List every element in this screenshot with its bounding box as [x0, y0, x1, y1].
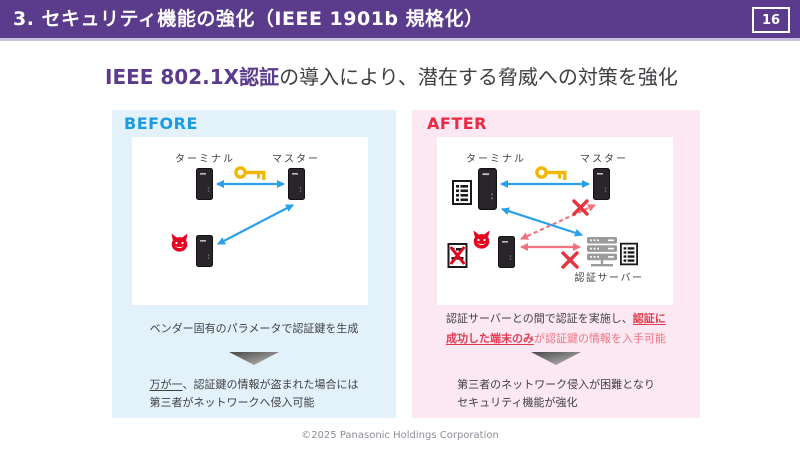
- credential-denied-icon: [447, 243, 468, 268]
- after-caption-em1: 認証に: [632, 312, 666, 325]
- after-caption-plain: 認証サーバーとの間で認証を実施し、: [446, 312, 633, 325]
- before-result-line2: 第三者がネットワークへ侵入可能: [149, 396, 315, 409]
- after-panel: AFTER: [412, 110, 700, 418]
- before-result: 万が一、認証鍵の情報が盗まれた場合には 第三者がネットワークへ侵入可能: [112, 376, 396, 412]
- rogue-device-icon: [196, 235, 213, 267]
- before-result-line1: 、認証鍵の情報が盗まれた場合には: [182, 378, 359, 391]
- after-arrows: [500, 180, 596, 269]
- master-label: マスター: [272, 154, 320, 165]
- before-arrows: [216, 180, 294, 245]
- after-caption: 認証サーバーとの間で認証を実施し、認証に 成功した端末のみが認証鍵の情報を入手可…: [412, 309, 700, 349]
- key-icon: [535, 166, 567, 181]
- auth-server-label: 認証サーバー: [574, 273, 644, 284]
- after-caption-em2: 成功した端末のみ: [446, 332, 534, 345]
- after-diagram: ターミナル マスター: [437, 137, 673, 305]
- before-caption: ベンダー固有のパラメータで認証鍵を生成: [149, 322, 359, 335]
- after-result-line1: 第三者のネットワーク侵入が困難となり: [457, 378, 655, 391]
- copyright: ©2025 Panasonic Holdings Corporation: [301, 430, 499, 441]
- terminal-device-icon: [196, 168, 213, 200]
- credential-icon: [620, 242, 638, 266]
- cross-icon: [572, 199, 589, 216]
- down-triangle-icon: [229, 351, 279, 370]
- after-result: 第三者のネットワーク侵入が困難となり セキュリティ機能が強化: [412, 376, 700, 412]
- before-diagram: ターミナル マスター: [132, 137, 368, 305]
- after-caption-tail: が認証鍵の情報を入手可能: [534, 332, 666, 345]
- cross-icon: [561, 251, 579, 269]
- subtitle-rest: の導入により、潜在する脅威への対策を強化: [279, 65, 678, 89]
- before-label: BEFORE: [124, 114, 198, 133]
- before-intrusion-arrow: [217, 204, 294, 245]
- devil-icon: [473, 230, 490, 249]
- before-panel: BEFORE ターミナル マスター: [112, 110, 396, 418]
- master-device-icon: [288, 168, 305, 200]
- rogue-device-icon: [498, 236, 515, 268]
- master-label: マスター: [580, 154, 628, 165]
- terminal-label: ターミナル: [175, 154, 235, 165]
- subtitle-highlight: IEEE 802.1X認証: [105, 65, 280, 89]
- down-triangle-icon: [531, 351, 581, 370]
- auth-server-icon: [587, 237, 617, 267]
- devil-icon: [171, 233, 188, 252]
- key-icon: [234, 166, 266, 181]
- header: 3. セキュリティ機能の強化（IEEE 1901b 規格化） 16: [0, 0, 800, 38]
- before-result-underline: 万が一: [149, 378, 183, 391]
- header-accent-strip: [0, 38, 800, 41]
- subtitle: IEEE 802.1X認証の導入により、潜在する脅威への対策を強化: [105, 61, 678, 90]
- page-number-badge: 16: [752, 7, 790, 33]
- terminal-device-icon: [478, 168, 497, 210]
- master-device-icon: [593, 168, 610, 200]
- page-title: 3. セキュリティ機能の強化（IEEE 1901b 規格化）: [13, 8, 484, 30]
- after-auth-arrow: [501, 207, 583, 237]
- after-result-line2: セキュリティ機能が強化: [457, 396, 578, 409]
- credential-icon: [452, 180, 472, 205]
- after-label: AFTER: [427, 114, 487, 133]
- terminal-label: ターミナル: [466, 154, 526, 165]
